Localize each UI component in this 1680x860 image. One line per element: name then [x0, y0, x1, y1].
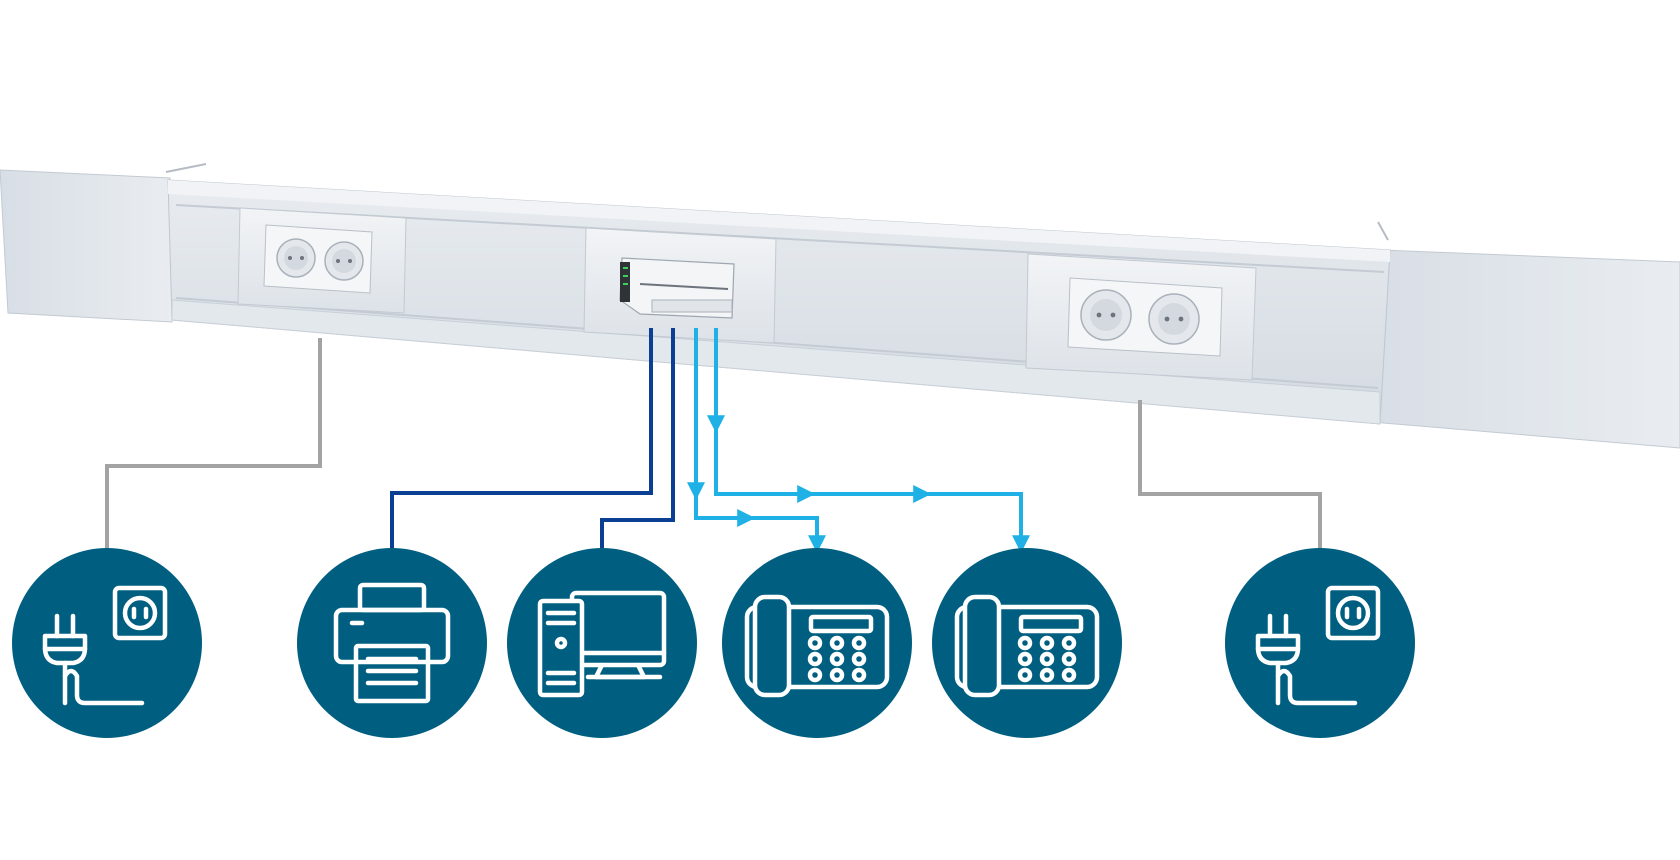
socket-module-right [1025, 253, 1257, 381]
device-printer [297, 548, 487, 738]
power-line-right [1138, 400, 1322, 552]
power-plug-socket-icon [1255, 585, 1381, 706]
phone-line-1-branch [694, 489, 756, 527]
desk-phone-icon [954, 594, 1100, 698]
device-circle [12, 548, 202, 738]
connection-lines [105, 328, 1322, 554]
phone-line-1-end [744, 516, 826, 554]
desktop-computer-icon [537, 590, 667, 698]
trunking-end-cap-right [1371, 249, 1680, 449]
double-socket-icon [1080, 289, 1200, 345]
device-phone-1 [722, 548, 912, 738]
device-circle [722, 548, 912, 738]
desk-phone-icon [744, 594, 890, 698]
device-power-left [12, 548, 202, 738]
data-line-printer [390, 328, 653, 552]
data-module [583, 227, 777, 344]
device-circle [297, 548, 487, 738]
device-circle [507, 548, 697, 738]
trunking-end-cap-left [0, 169, 173, 323]
data-line-computer [600, 328, 675, 552]
device-circles [12, 548, 1415, 738]
device-circle [1225, 548, 1415, 738]
trunking-bottom-rail [171, 299, 1381, 425]
phone-line-2-run [714, 420, 816, 503]
device-phone-2 [932, 548, 1122, 738]
power-plug-socket-icon [42, 585, 168, 706]
device-power-right [1225, 548, 1415, 738]
phone-line-2-end [920, 492, 1030, 554]
network-switch-icon [619, 257, 735, 319]
double-socket-icon [276, 238, 364, 281]
trunking-top-lip [168, 180, 1390, 262]
device-circle [932, 548, 1122, 738]
power-line-left [105, 338, 322, 552]
printer-icon [333, 582, 451, 704]
device-computer [507, 548, 697, 738]
socket-module-left [237, 207, 407, 314]
cable-trunking [0, 163, 1680, 449]
